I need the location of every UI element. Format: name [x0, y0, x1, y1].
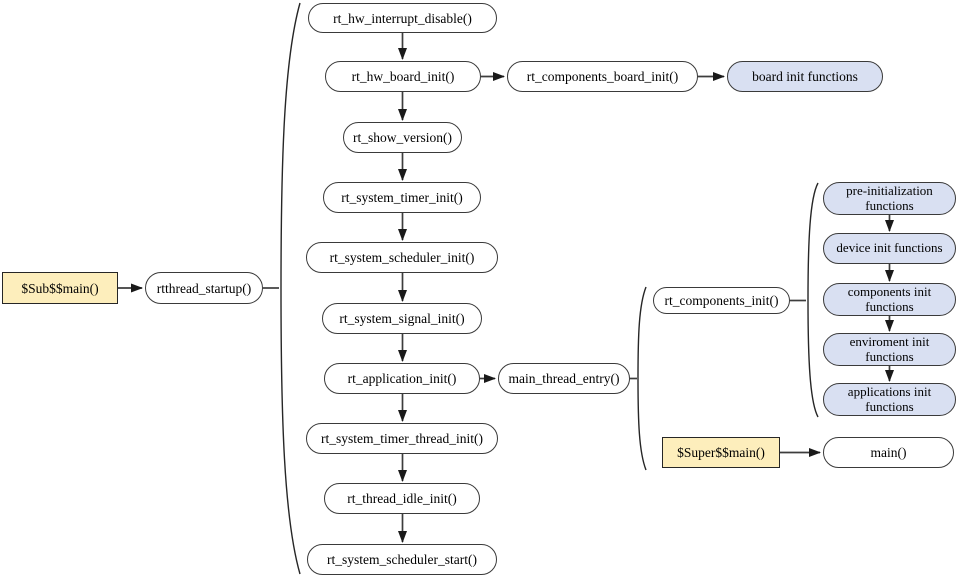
node-rt-thread-idle-init: rt_thread_idle_init(): [324, 483, 480, 514]
node-rt-system-scheduler-init: rt_system_scheduler_init(): [306, 242, 498, 273]
brace-mainthreadentry-body: [637, 286, 647, 471]
node-rt-components-board-init: rt_components_board_init(): [507, 61, 698, 92]
node-rt-hw-interrupt-disable: rt_hw_interrupt_disable(): [308, 3, 497, 33]
brace-startup-steps: [280, 2, 301, 575]
node-sub-main: $Sub$$main(): [2, 272, 118, 304]
brace-componentsinit-body: [807, 182, 819, 418]
node-rt-application-init: rt_application_init(): [324, 363, 480, 394]
node-device-init-functions: device init functions: [823, 233, 956, 264]
node-board-init-functions: board init functions: [727, 61, 883, 92]
node-components-init-functions: components init functions: [823, 283, 956, 316]
node-rt-components-init: rt_components_init(): [653, 287, 790, 314]
node-super-main: $Super$$main(): [662, 437, 780, 468]
node-rt-system-timer-thread-init: rt_system_timer_thread_init(): [306, 423, 498, 454]
node-main-thread-entry: main_thread_entry(): [498, 363, 630, 394]
node-rt-system-timer-init: rt_system_timer_init(): [323, 182, 481, 213]
node-enviroment-init-functions: enviroment init functions: [823, 333, 956, 366]
node-rt-system-scheduler-start: rt_system_scheduler_start(): [307, 544, 497, 575]
node-rt-show-version: rt_show_version(): [343, 122, 462, 153]
node-main: main(): [823, 437, 954, 468]
node-rt-system-signal-init: rt_system_signal_init(): [322, 303, 482, 334]
node-rt-hw-board-init: rt_hw_board_init(): [325, 61, 481, 92]
node-applications-init-functions: applications init functions: [823, 383, 956, 416]
node-pre-initialization-functions: pre-initialization functions: [823, 182, 956, 215]
node-rtthread-startup: rtthread_startup(): [145, 272, 263, 304]
